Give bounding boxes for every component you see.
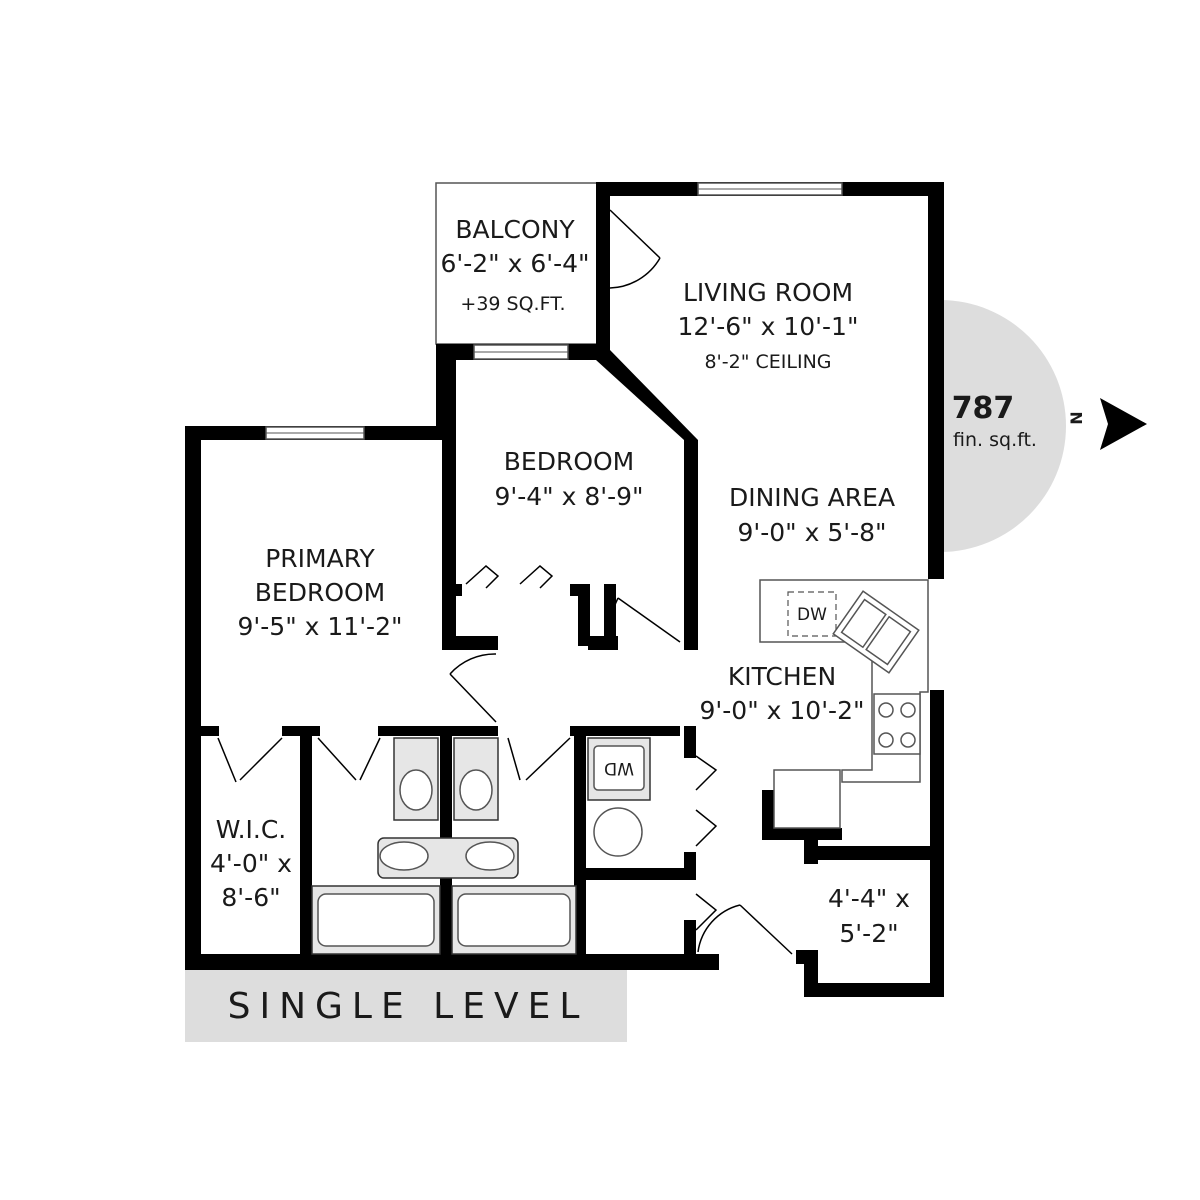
balcony-dims: 6'-2" x 6'-4" <box>440 249 589 278</box>
primary-bedroom-name-line2: BEDROOM <box>255 578 386 607</box>
bedroom-name: BEDROOM <box>504 447 635 476</box>
wic-dims-line1: 4'-0" x <box>210 849 292 878</box>
balcony-name: BALCONY <box>455 215 575 244</box>
kitchen-dims: 9'-0" x 10'-2" <box>699 696 864 725</box>
storage-dims-line1: 4'-4" x <box>828 884 910 913</box>
sqft-badge <box>940 300 1066 552</box>
north-label: N <box>1067 411 1086 424</box>
sqft-label: fin. sq.ft. <box>953 429 1037 451</box>
north-arrow-icon <box>1100 398 1147 450</box>
living-room-name: LIVING ROOM <box>683 278 853 307</box>
dining-area-dims: 9'-0" x 5'-8" <box>737 518 886 547</box>
primary-bedroom-dims: 9'-5" x 11'-2" <box>237 612 402 641</box>
kitchen-fixtures <box>759 579 929 829</box>
balcony-area: +39 SQ.FT. <box>460 293 565 315</box>
doors <box>217 209 793 955</box>
level-band <box>185 968 627 1042</box>
sink-icon <box>832 590 920 674</box>
bathroom-fixtures <box>311 737 577 955</box>
washer-dryer-label: WD <box>604 758 634 778</box>
bedroom-dims: 9'-4" x 8'-9" <box>494 482 643 511</box>
windows <box>265 182 843 440</box>
wic-dims-line2: 8'-6" <box>221 883 280 912</box>
wic-name: W.I.C. <box>216 815 287 844</box>
primary-bedroom-name-line1: PRIMARY <box>265 544 375 573</box>
stove-icon <box>873 693 921 755</box>
level-label: SINGLE LEVEL <box>228 986 589 1027</box>
dining-area-name: DINING AREA <box>729 483 895 512</box>
kitchen-name: KITCHEN <box>728 662 836 691</box>
living-room-dims: 12'-6" x 10'-1" <box>678 312 859 341</box>
living-room-ceiling: 8'-2" CEILING <box>704 351 831 373</box>
storage-dims-line2: 5'-2" <box>839 919 898 948</box>
dishwasher-label: DW <box>797 605 827 625</box>
laundry-fixtures <box>587 737 651 857</box>
sqft-value: 787 <box>952 391 1015 426</box>
